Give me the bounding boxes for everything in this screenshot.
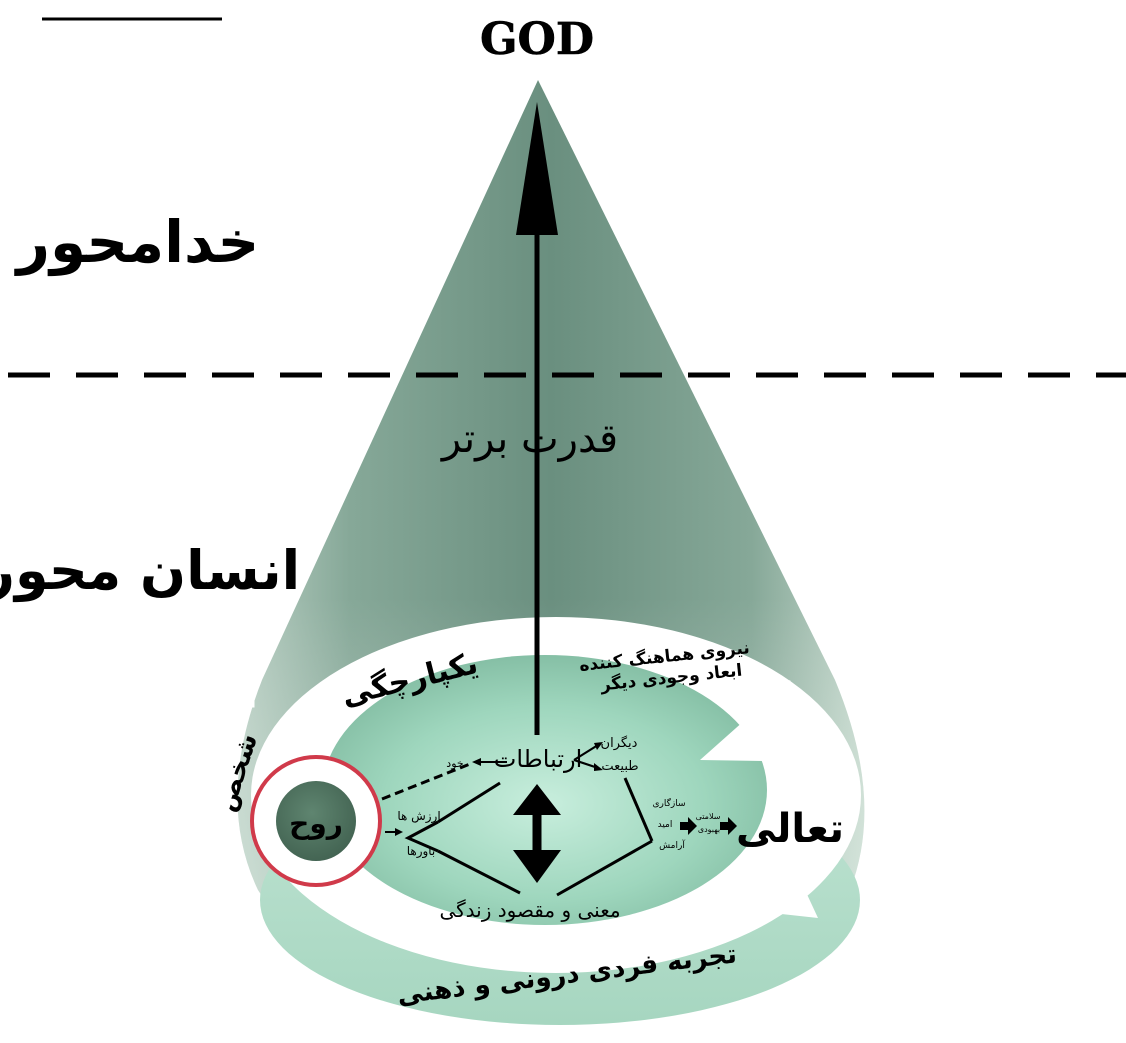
line-beliefs-meaning bbox=[437, 849, 521, 895]
block-arrow-2 bbox=[720, 817, 737, 835]
block-arrow-1 bbox=[680, 817, 697, 835]
recovery-label: بهبودی bbox=[698, 825, 720, 834]
self-label: خود bbox=[446, 757, 463, 770]
line-values-connections bbox=[437, 781, 501, 824]
meaning-label: معنی و مقصود زندگی bbox=[439, 898, 620, 922]
ring-arrowhead-upper bbox=[700, 680, 826, 762]
beliefs-label: باورها bbox=[407, 844, 436, 859]
ring-arrowhead-lower bbox=[700, 832, 818, 918]
double-arrow-head-up bbox=[513, 784, 561, 815]
values-arrow-head bbox=[395, 828, 403, 836]
self-dashed-link bbox=[381, 762, 471, 801]
adaptation-label: سازگاری bbox=[652, 797, 685, 809]
inner-disc bbox=[323, 655, 767, 925]
hope-label: امید bbox=[658, 820, 673, 830]
double-arrow-head-down bbox=[513, 850, 561, 883]
nature-label: طبیعت bbox=[601, 759, 638, 774]
branch-arrow-head-2 bbox=[594, 763, 603, 771]
branch-arrow-head-1 bbox=[594, 742, 603, 750]
zone-lower-label: انسان محور bbox=[0, 539, 300, 602]
values-label: ارزش ها bbox=[397, 809, 440, 824]
core-label: روح bbox=[289, 807, 343, 840]
line-nature-right bbox=[623, 777, 654, 842]
line-meaning-right bbox=[556, 839, 653, 897]
health-label: سلامتی bbox=[696, 812, 721, 821]
top-label: GOD bbox=[480, 14, 594, 65]
others-label: دیگران bbox=[601, 735, 638, 751]
arrow-label: قدرت برتر bbox=[440, 416, 618, 462]
main-arrow-head bbox=[516, 102, 558, 235]
core-circle bbox=[276, 781, 356, 861]
calm-label: آرامش bbox=[659, 839, 685, 851]
self-arrow-head bbox=[472, 758, 481, 766]
transcendence-label: تعالی bbox=[736, 806, 844, 852]
zone-upper-label: خدامحور bbox=[14, 208, 260, 277]
connections-label: ارتباطات bbox=[494, 745, 583, 773]
left-triangle bbox=[404, 820, 439, 853]
